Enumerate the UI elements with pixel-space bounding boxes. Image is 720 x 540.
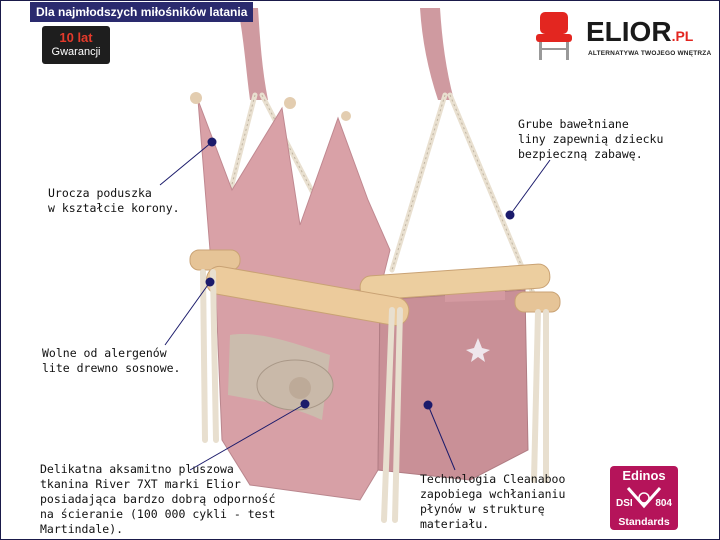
feature-crown: Urocza poduszka w kształcie korony. [48, 186, 180, 216]
embroidery-star-icon [466, 338, 490, 362]
rope-ends [200, 269, 549, 523]
crown-tip-left [190, 92, 202, 104]
bow-knot [289, 377, 311, 399]
feature-cleanaboo-line-2: zapobiega wchłanianiu [420, 487, 566, 501]
brand-logo: ELIOR.PL ALTERNATYWA TWOJEGO WNĘTRZA [528, 8, 711, 64]
warranty-years: 10 lat [59, 30, 93, 45]
feature-fabric: Delikatna aksamitno pluszowa tkanina Riv… [40, 462, 275, 537]
wood-bar-right [514, 291, 561, 313]
feature-ropes-line-2: liny zapewnią dziecku [518, 132, 664, 146]
feature-wood-line-1: Wolne od alergenów [42, 346, 167, 360]
feature-fabric-line-5: Martindale). [40, 522, 124, 536]
certificate-badge: Edinos DSI 804 Standards [610, 466, 678, 530]
feature-cleanaboo: Technologia Cleanaboo zapobiega wchłania… [420, 472, 565, 532]
certificate-check-icon [626, 487, 662, 509]
feature-crown-line-1: Urocza poduszka [48, 186, 152, 200]
feature-ropes-line-3: bezpieczną zabawę. [518, 147, 643, 161]
feature-wood: Wolne od alergenów lite drewno sosnowe. [42, 346, 180, 376]
brand-slogan: ALTERNATYWA TWOJEGO WNĘTRZA [588, 50, 712, 57]
feature-fabric-line-4: na ścieranie (100 000 cykli - test [40, 507, 276, 521]
certificate-label: Standards [618, 516, 670, 528]
feature-ropes: Grube bawełniane liny zapewnią dziecku b… [518, 117, 663, 162]
wood-bar-back [359, 263, 551, 301]
certificate-name: Edinos [622, 468, 666, 483]
feature-fabric-line-3: posiadająca bardzo dobrą odporność [40, 492, 276, 506]
feature-cleanaboo-line-4: materiału. [420, 517, 490, 531]
feature-cleanaboo-line-3: płynów w strukturę [420, 502, 545, 516]
brand-suffix: .PL [671, 28, 694, 44]
crown-tip-right [341, 111, 351, 121]
pointer-dots [205, 137, 515, 410]
feature-cleanaboo-line-1: Technologia Cleanaboo [420, 472, 566, 486]
feature-crown-line-2: w kształcie korony. [48, 201, 180, 215]
header-tagline: Dla najmłodszych miłośników latania [30, 2, 254, 22]
certificate-standard-right: 804 [655, 498, 672, 509]
left-hanging-strap [238, 8, 268, 100]
brand-name: ELIOR.PL [586, 18, 693, 50]
pointer-lines [159, 141, 551, 471]
feature-fabric-line-2: tkanina River 7XT marki Elior [40, 477, 241, 491]
wood-bar-front [205, 265, 410, 326]
feature-fabric-line-1: Delikatna aksamitno pluszowa [40, 462, 234, 476]
right-hanging-strap [420, 8, 454, 100]
certificate-standard-left: DSI [616, 498, 633, 509]
warranty-label: Gwarancji [51, 46, 101, 58]
feature-ropes-line-1: Grube bawełniane [518, 117, 629, 131]
crown-tip-middle [284, 97, 296, 109]
chair-logo-icon [536, 12, 572, 60]
warranty-badge: 10 lat Gwarancji [42, 26, 110, 64]
feature-wood-line-2: lite drewno sosnowe. [42, 361, 181, 375]
brand-name-main: ELIOR [586, 16, 672, 47]
